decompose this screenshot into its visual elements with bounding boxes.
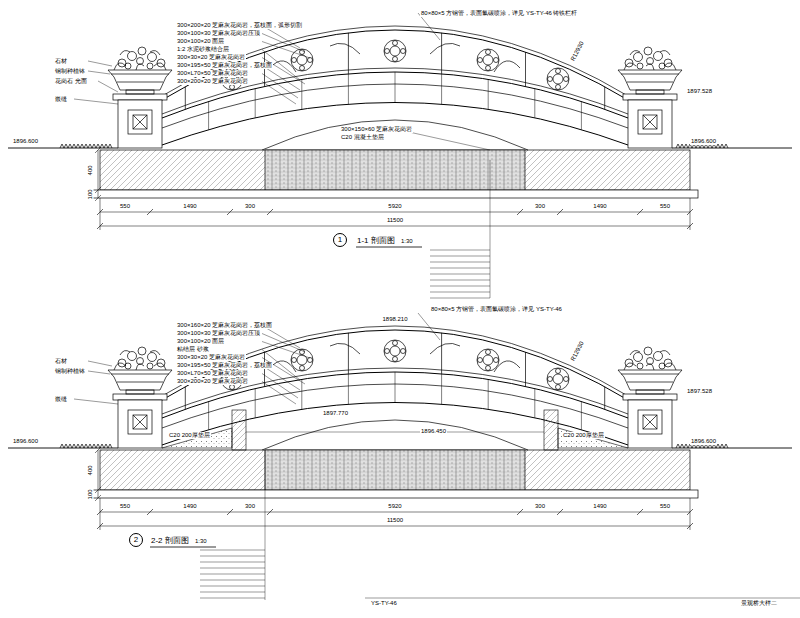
dimension-text: 300 — [534, 503, 546, 510]
elevation-text: 1898.210 — [381, 316, 408, 323]
material-callout: 钢制种植钵 — [54, 368, 86, 375]
material-callout: 300×160×20 芝麻灰花岗岩，荔枝面 — [176, 322, 273, 329]
radius-text: R12930 — [570, 40, 587, 64]
title-block-text: 景观桥大样二 — [740, 600, 778, 607]
dimension-text: 550 — [659, 203, 671, 210]
dimension-text: 550 — [119, 503, 131, 510]
material-callout: 80×80×5 方钢管，表面氟碳喷涂，详见 YS-TY-46 铸铁栏杆 — [420, 10, 578, 17]
material-callout: 300×L70×50 芝麻灰花岗岩 — [176, 370, 249, 377]
title-block-line — [365, 598, 800, 599]
elevation-text: 1896.600 — [690, 138, 717, 145]
material-callout: 80×80×5 方钢管，表面氟碳喷涂，详见 YS-TY-46 — [430, 306, 563, 313]
material-callout: 300×200×20 芝麻灰花岗岩 — [176, 378, 249, 385]
dimension-text: 300 — [244, 203, 256, 210]
material-callout: 300×100×20 面层 — [176, 38, 225, 45]
material-callout: 嵌缝 — [54, 96, 68, 103]
section-1-notes — [98, 13, 490, 298]
material-callout: C20 混凝土垫层 — [340, 134, 385, 141]
material-callout: 1:2 水泥砂浆结合层 — [176, 46, 230, 53]
section-number: 2 — [134, 536, 138, 544]
material-callout: 钢制种植钵 — [54, 68, 86, 75]
section-number-circle: 2 — [129, 533, 143, 547]
material-callout: 花岗石 光面 — [54, 78, 88, 85]
material-callout: 300×195×50 芝麻灰花岗岩，荔枝面 — [176, 62, 273, 69]
dimension-text: 1490 — [592, 203, 607, 210]
material-callout: 300×200×20 芝麻灰花岗岩 — [176, 78, 249, 85]
material-callout: 300×150×60 芝麻灰花岗岩 — [340, 126, 413, 133]
section-2-2 — [8, 326, 792, 531]
material-callout: 300×100×30 芝麻灰花岗岩压顶 — [176, 330, 261, 337]
dimension-text: 100 — [87, 488, 94, 500]
dimension-text: 1490 — [592, 503, 607, 510]
radius-text: R12930 — [570, 340, 587, 364]
section-1-1 — [8, 26, 792, 231]
material-callout: 300×200×20 芝麻灰花岗岩，荔枝面，弧形切割 — [176, 22, 303, 29]
title-block-text: YS-TY-46 — [370, 600, 398, 607]
section-number: 1 — [338, 236, 342, 244]
dimension-text: 300 — [534, 203, 546, 210]
material-callout: 300×30×20 芝麻灰花岗岩 — [176, 354, 246, 361]
material-callout: 石材 — [54, 358, 68, 365]
elevation-text: 1896.600 — [12, 138, 39, 145]
material-callout: C20 200厚垫层 — [168, 432, 211, 439]
material-callout: 石材 — [54, 58, 68, 65]
section-2-extras — [150, 313, 628, 600]
elevation-text: 1896.600 — [12, 438, 39, 445]
dimension-text: 100 — [87, 188, 94, 200]
dimension-text: 300 — [244, 503, 256, 510]
elevation-text: 1897.528 — [686, 88, 713, 95]
section-title: 2-2 剖面图 — [150, 536, 190, 545]
section-title: 1:30 — [194, 538, 208, 545]
dimension-text: 550 — [119, 203, 131, 210]
dimension-text: 5920 — [387, 203, 402, 210]
material-callout: C20 200厚垫层 — [562, 432, 605, 439]
dimension-text: 1490 — [182, 503, 197, 510]
material-callout: 300×100×30 芝麻灰花岗岩压顶 — [176, 30, 261, 37]
dimension-text: 11500 — [386, 517, 404, 524]
elevation-text: 1897.528 — [686, 388, 713, 395]
dimension-text: 550 — [659, 503, 671, 510]
dimension-text: 5920 — [387, 503, 402, 510]
dimension-text: 1490 — [182, 203, 197, 210]
section-number-circle: 1 — [333, 233, 347, 247]
dimension-text: 11500 — [386, 217, 404, 224]
elevation-text: 1897.770 — [322, 410, 349, 417]
material-callout: 嵌缝 — [54, 396, 68, 403]
material-callout: 300×L70×50 芝麻灰花岗岩 — [176, 70, 249, 77]
dimension-text: 400 — [87, 464, 94, 476]
elevation-text: 1896.600 — [690, 438, 717, 445]
material-callout: 300×30×20 芝麻灰花岗岩 — [176, 54, 246, 61]
dimension-text: 400 — [87, 164, 94, 176]
material-callout: 300×195×50 芝麻灰花岗岩，荔枝面 — [176, 362, 273, 369]
section-title: 1-1 剖面图 — [356, 236, 396, 245]
material-callout: 粘结层 砂浆 — [176, 346, 210, 353]
elevation-text: 1896.450 — [420, 428, 447, 435]
section-title: 1:30 — [400, 238, 414, 245]
material-callout: 300×100×20 面层 — [176, 338, 225, 345]
